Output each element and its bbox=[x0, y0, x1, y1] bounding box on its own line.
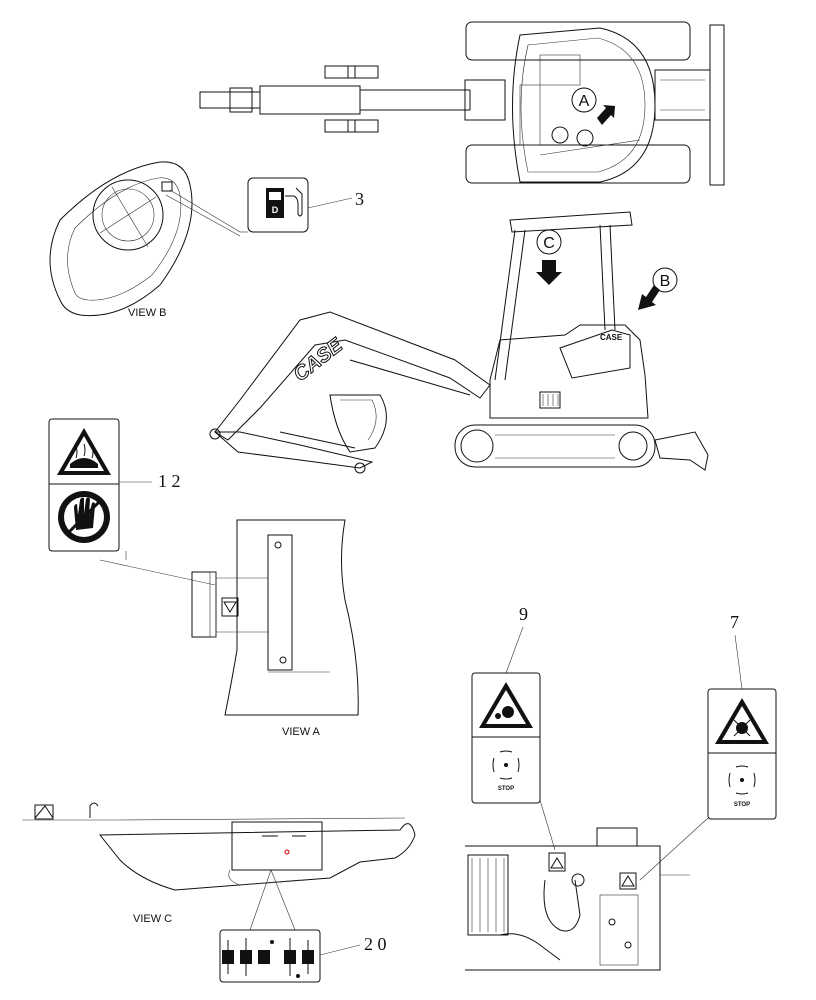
fuel-letter: D bbox=[272, 205, 279, 215]
view-c-marker-label: C bbox=[543, 235, 555, 252]
view-b-marker bbox=[652, 267, 678, 293]
engine-bay-detail bbox=[465, 827, 690, 971]
location-dot bbox=[284, 849, 290, 855]
arrow-down-icon bbox=[536, 260, 562, 285]
arrow-icon bbox=[597, 105, 615, 125]
top-view-excavator: A bbox=[199, 21, 725, 186]
view-a-detail: VIEW A bbox=[99, 519, 359, 738]
view-c-marker bbox=[536, 229, 562, 255]
controls-decal: 2 0 bbox=[219, 929, 387, 983]
fan-decal-7: 7 STOP bbox=[639, 612, 777, 881]
side-view-excavator: CASE CASE C B bbox=[209, 211, 709, 474]
callout-12: 1 2 bbox=[158, 471, 181, 491]
fuel-decal: D 3 bbox=[240, 177, 364, 233]
callout-3: 3 bbox=[355, 189, 364, 209]
view-b-detail: VIEW B bbox=[49, 161, 241, 319]
callout-9: 9 bbox=[519, 604, 528, 624]
arrow-diagonal-icon bbox=[638, 285, 660, 310]
callout-20: 2 0 bbox=[364, 934, 387, 954]
hot-surface-decal: 1 2 bbox=[48, 418, 181, 552]
callout-7: 7 bbox=[730, 612, 739, 632]
fan-icon bbox=[492, 750, 520, 780]
view-a-marker bbox=[571, 87, 597, 113]
view-a-marker-label: A bbox=[579, 93, 590, 110]
cab-brand: CASE bbox=[600, 333, 623, 342]
view-a-label: VIEW A bbox=[282, 726, 321, 738]
boom-brand: CASE bbox=[290, 334, 348, 386]
stop-text-left: STOP bbox=[498, 786, 514, 792]
view-c-detail: VIEW C bbox=[22, 802, 416, 931]
stop-text-right: STOP bbox=[734, 802, 750, 808]
view-b-label: VIEW B bbox=[128, 307, 167, 319]
fan-icon bbox=[728, 765, 756, 795]
view-c-label: VIEW C bbox=[133, 913, 172, 925]
fan-decal-9: 9 STOP bbox=[471, 604, 556, 851]
view-b-marker-label: B bbox=[660, 273, 671, 290]
